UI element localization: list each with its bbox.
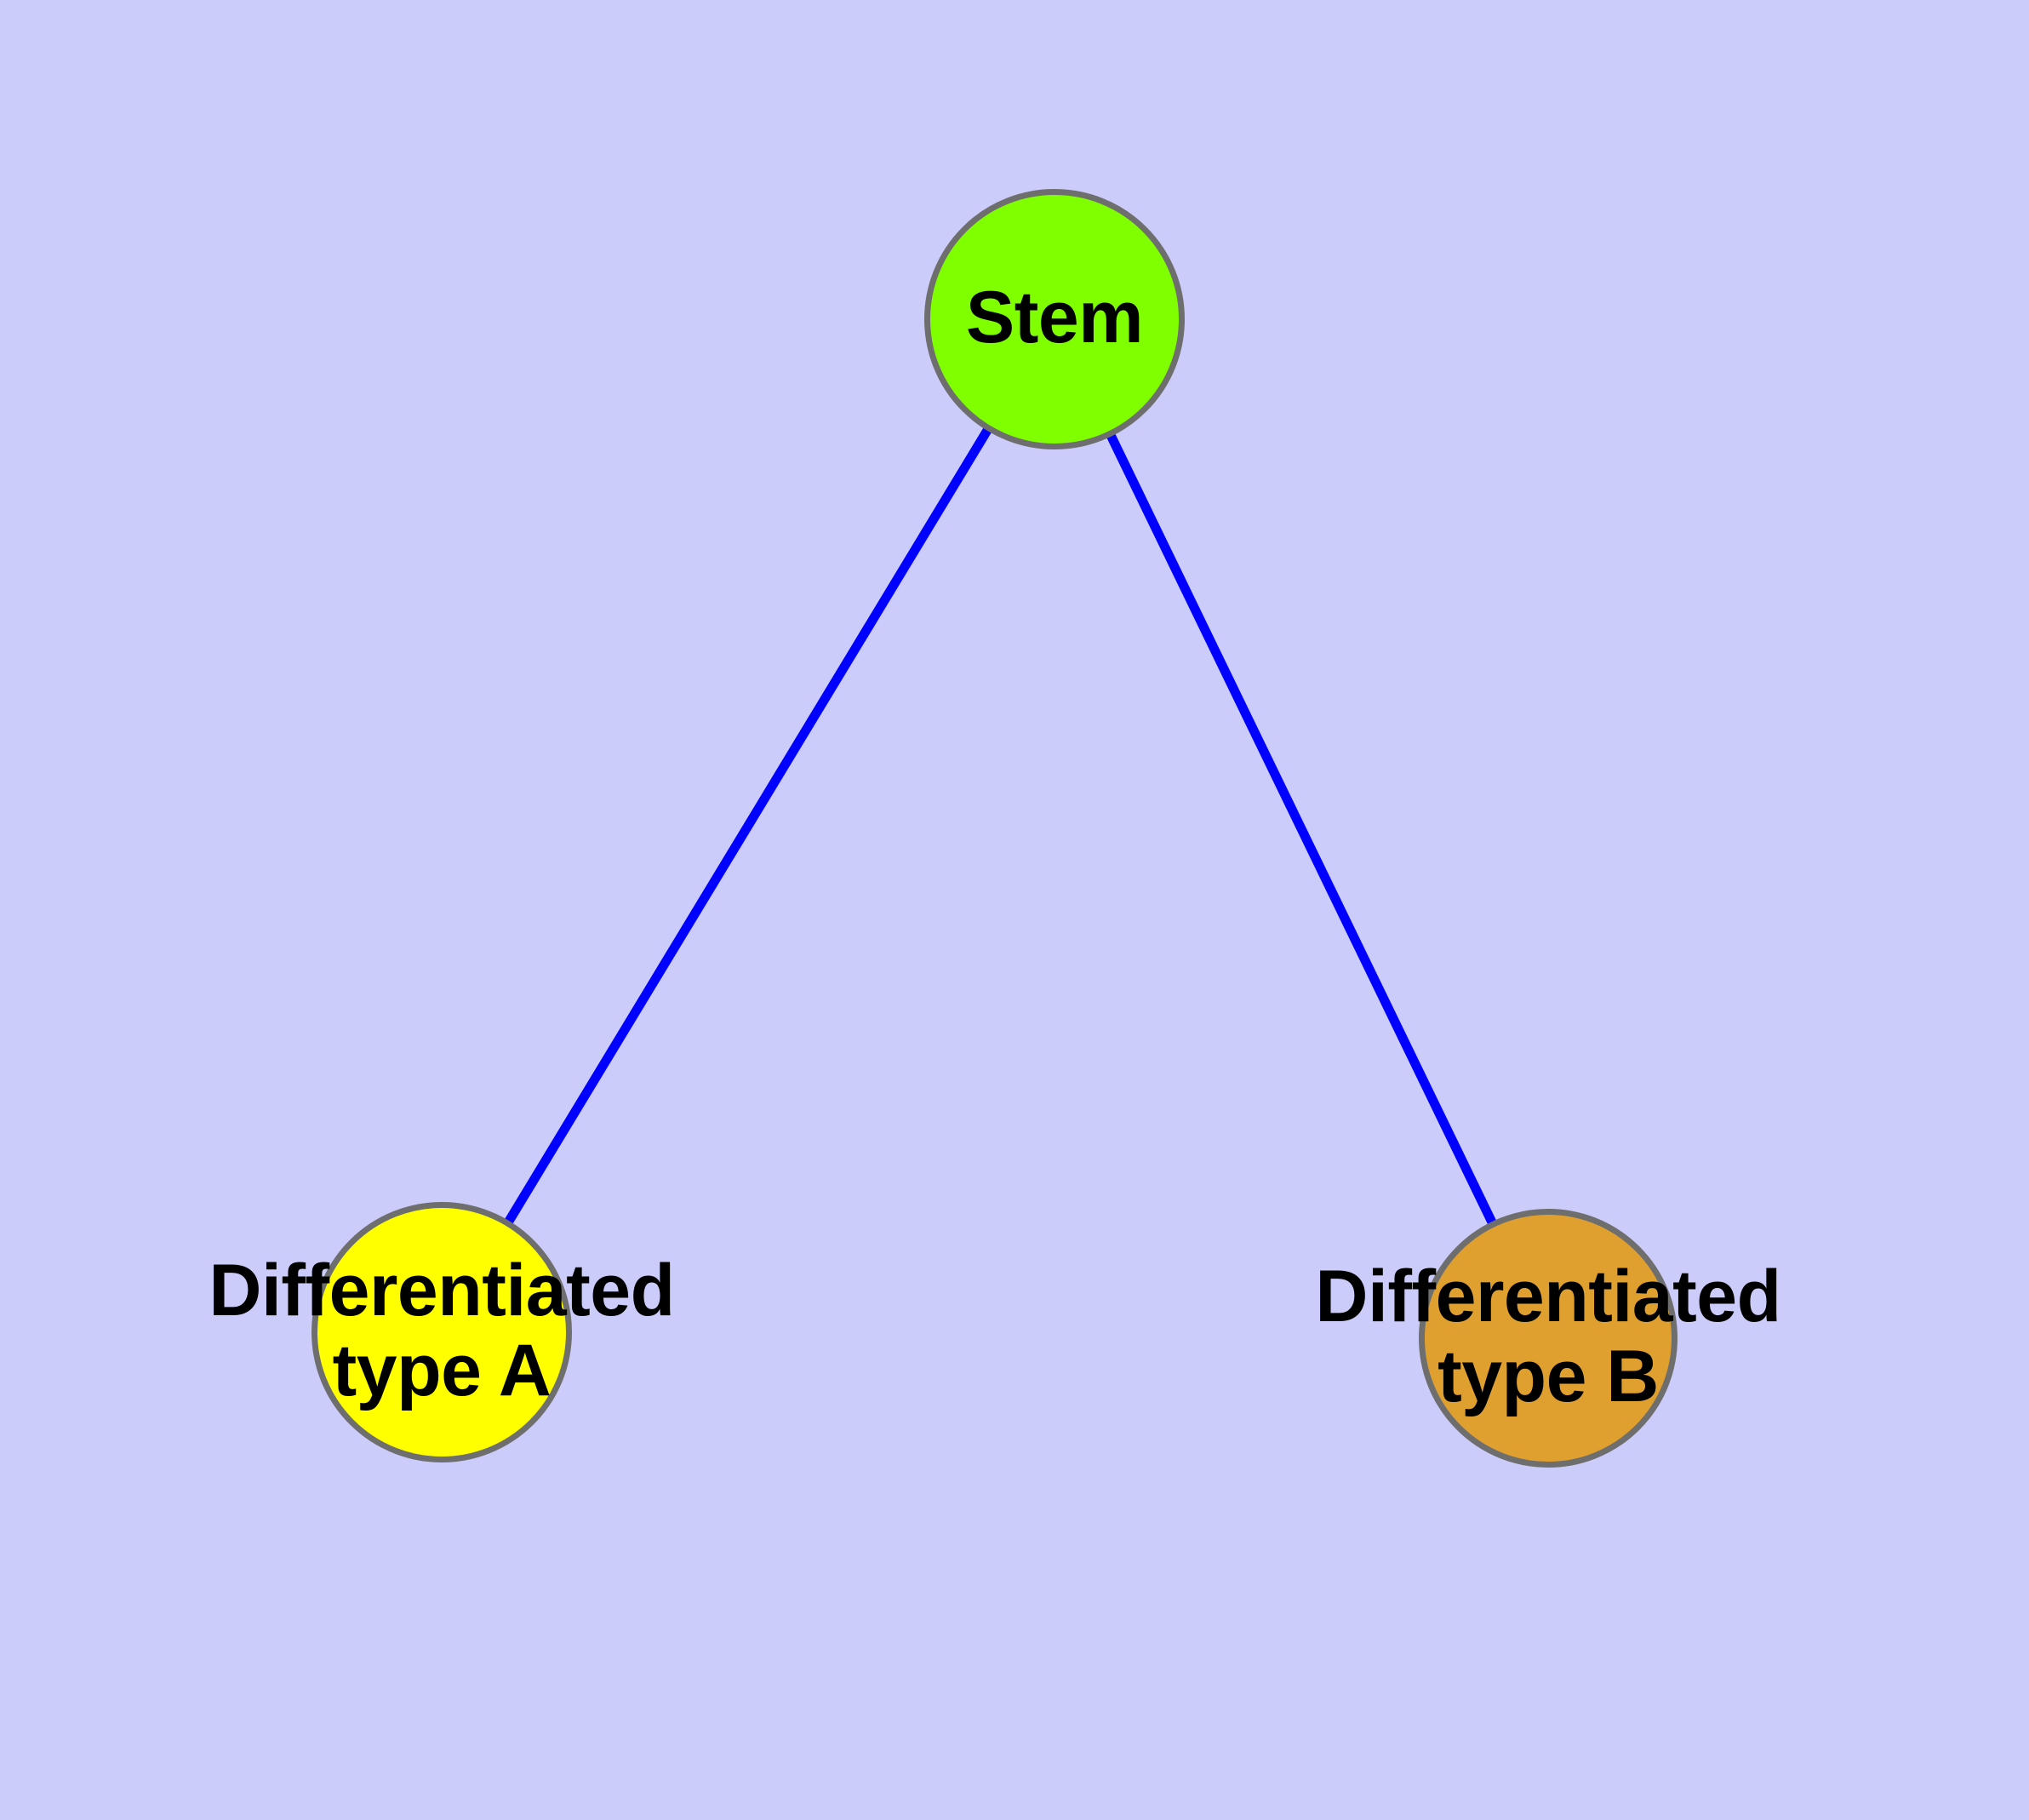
node-differentiated-type-a[interactable] (311, 1202, 572, 1462)
node-stem[interactable] (924, 189, 1185, 449)
edge-stem-to-type-a (437, 317, 1059, 1335)
edge-stem-to-type-b (1050, 317, 1552, 1341)
node-differentiated-type-b[interactable] (1419, 1209, 1677, 1468)
